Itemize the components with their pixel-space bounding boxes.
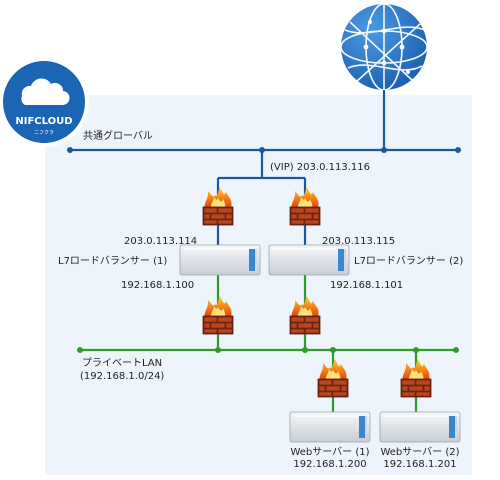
lan-endpoint-right [453,347,459,353]
global-junction-globe [381,147,387,153]
lan-junction-lb1 [215,347,221,353]
nifcloud-logo: NIFCLOUD ニフクラ [0,57,89,147]
global-endpoint-left [67,147,73,153]
web1-label: Webサーバー (1) [290,447,370,458]
web2-label: Webサーバー (2) [380,447,460,458]
lan-junction-web1 [330,347,336,353]
load-balancer-1-server-icon [179,244,261,276]
vip-label: (VIP) 203.0.113.116 [270,162,370,173]
private-lan-label: プライベートLAN [82,358,163,369]
lb1-label: L7ロードバランサー (1) [58,256,168,267]
lan-endpoint-left [77,347,83,353]
logo-sub: ニフクラ [34,130,54,136]
lb2-global-ip: 203.0.113.115 [322,236,396,247]
lb1-private-ip: 192.168.1.100 [121,280,195,291]
vip-junction [259,147,265,153]
global-network-label: 共通グローバル [83,131,153,142]
load-balancer-2-server-icon [268,244,350,276]
lb2-label: L7ロードバランサー (2) [354,256,464,267]
web-server-1-server-icon [289,411,371,443]
web1-ip: 192.168.1.200 [293,459,367,470]
logo-brand: NIFCLOUD [15,116,72,127]
internet-globe-icon [340,3,428,91]
private-lan-cidr: (192.168.1.0/24) [80,371,165,382]
lb2-private-ip: 192.168.1.101 [330,280,404,291]
cloud-icon [21,78,70,106]
web-server-2-server-icon [379,411,461,443]
lb1-global-ip: 203.0.113.114 [124,236,198,247]
web2-ip: 192.168.1.201 [383,459,457,470]
lan-junction-lb2 [302,347,308,353]
lan-junction-web2 [413,347,419,353]
global-endpoint-right [455,147,461,153]
